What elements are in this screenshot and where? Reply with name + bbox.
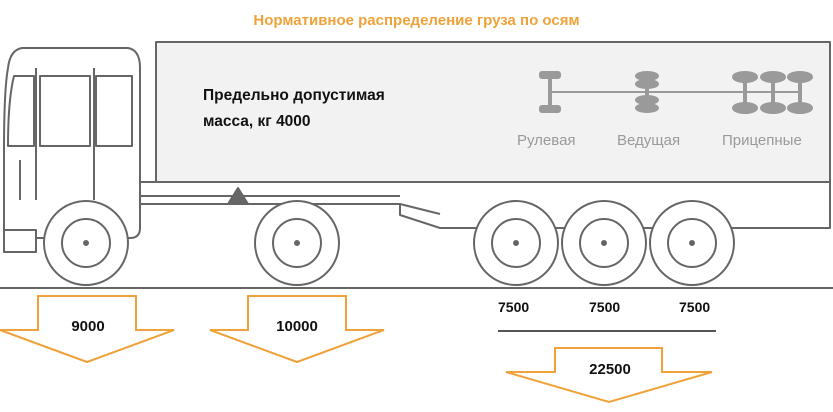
front-wheel — [43, 200, 129, 286]
trailer-total-load: 22500 — [589, 361, 631, 378]
max-mass-line2: масса, кг 4000 — [203, 113, 311, 130]
cab-side-window — [39, 75, 91, 147]
max-mass-text: Предельно допустимая масса, кг 4000 — [203, 83, 385, 135]
truck-cab — [3, 47, 141, 239]
cab-door-window — [95, 75, 133, 147]
trailer-wheel-1 — [473, 200, 559, 286]
max-mass-line1: Предельно допустимая — [203, 87, 385, 104]
trailer-axle-3-load: 7500 — [679, 299, 711, 315]
front-axle-load: 9000 — [71, 318, 105, 335]
axle-label-drive: Ведущая — [617, 132, 681, 149]
page-title: Нормативное распределение груза по осям — [253, 12, 580, 29]
trailer-axle-1-load: 7500 — [498, 299, 530, 315]
drive-axle-arrow — [209, 295, 385, 364]
axle-label-trailer: Прицепные — [722, 132, 802, 149]
trailer-axles-arrow — [505, 347, 713, 404]
front-axle-arrow — [0, 295, 175, 364]
trailer-wheel-2 — [561, 200, 647, 286]
drive-axle-load: 10000 — [276, 318, 318, 335]
axle-schematic — [539, 71, 813, 114]
trailer-axle-2-load: 7500 — [589, 299, 621, 315]
axle-label-steering: Рулевая — [517, 132, 576, 149]
trailer-chassis — [139, 181, 831, 229]
cab-windshield — [7, 75, 35, 147]
trailer-wheel-3 — [649, 200, 735, 286]
fifth-wheel — [227, 187, 249, 205]
drive-wheel — [254, 200, 340, 286]
